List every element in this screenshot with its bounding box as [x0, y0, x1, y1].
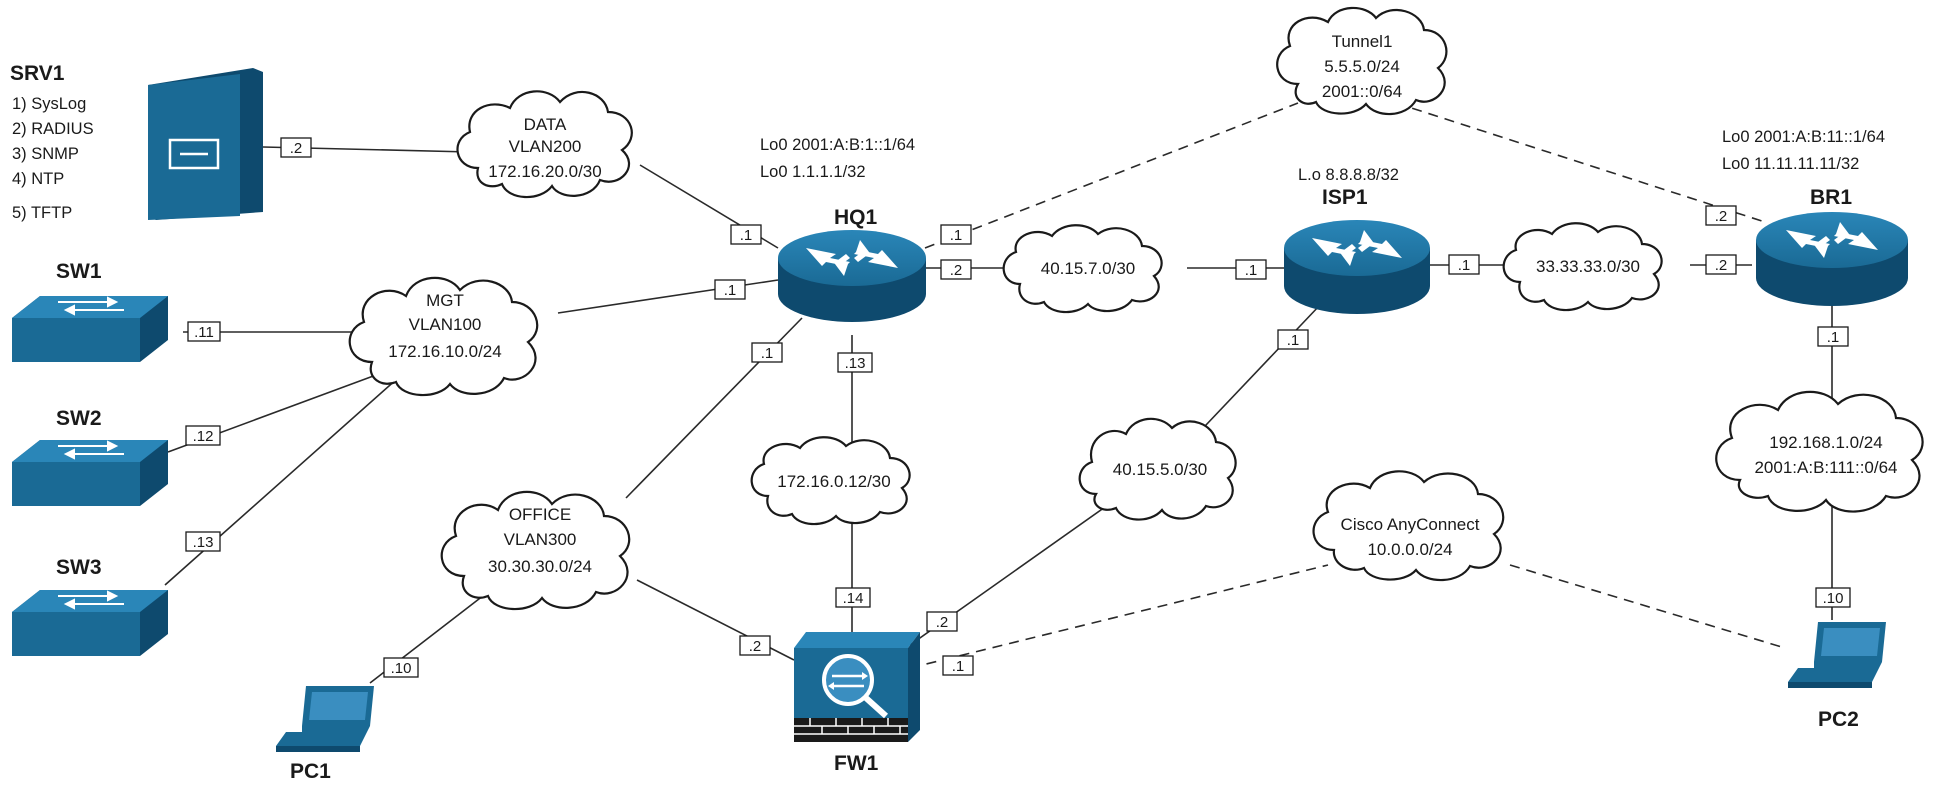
fw1-label: FW1 — [834, 752, 879, 775]
cloud-office-line3: 30.30.30.0/24 — [488, 557, 592, 576]
link-fw1-anyconnect — [909, 564, 1329, 669]
cloud-isp-fw: 40.15.5.0/30 — [1078, 417, 1237, 521]
srv1-service-3: 3) SNMP — [12, 145, 79, 163]
isp1-loopback-1: L.o 8.8.8.8/32 — [1298, 166, 1399, 184]
pc2-label: PC2 — [1818, 708, 1859, 731]
if-sw3-mgt: .13 — [193, 534, 214, 551]
hq1-loopback-1: Lo0 2001:A:B:1::1/64 — [760, 136, 915, 154]
if-isp1-br: .1 — [1458, 257, 1471, 274]
br1-loopback-2: Lo0 11.11.11.11/32 — [1722, 155, 1859, 173]
if-hq1-fw: .13 — [845, 355, 866, 372]
sw3-switch[interactable] — [12, 590, 168, 656]
if-br1-lan: .1 — [1827, 329, 1840, 346]
if-isp1-fw: .1 — [1287, 332, 1300, 349]
cloud-data-line1: DATA — [524, 115, 567, 134]
sw1-switch[interactable] — [12, 296, 168, 362]
cloud-mgt: MGT VLAN100 172.16.10.0/24 — [348, 276, 539, 397]
if-br1-isp: .2 — [1715, 257, 1728, 274]
cloud-tunnel: Tunnel1 5.5.5.0/24 2001::0/64 — [1276, 6, 1448, 116]
cloud-data: DATA VLAN200 172.16.20.0/30 — [456, 90, 633, 199]
link-tunnel-br1 — [1395, 102, 1769, 224]
isp1-router[interactable] — [1284, 220, 1430, 314]
if-hq1-tunnel: .1 — [950, 227, 963, 244]
switch-arrows-icon — [58, 440, 124, 460]
cloud-br-lan-line1: 192.168.1.0/24 — [1769, 433, 1882, 452]
if-fw1-isp: .2 — [936, 614, 949, 631]
link-hq1-tunnel — [924, 102, 1299, 249]
if-isp1-hq: .1 — [1245, 262, 1258, 279]
cloud-data-line2: VLAN200 — [509, 137, 582, 156]
sw3-label: SW3 — [56, 556, 102, 579]
cloud-anyconnect: Cisco AnyConnect 10.0.0.0/24 — [1312, 470, 1505, 582]
cloud-isp-br: 33.33.33.0/30 — [1502, 222, 1663, 312]
if-hq1-mgt: .1 — [724, 282, 737, 299]
srv1-service-4: 4) NTP — [12, 170, 64, 188]
br1-loopback-1: Lo0 2001:A:B:11::1/64 — [1722, 128, 1885, 146]
if-fw1-anyconnect: .1 — [952, 658, 965, 675]
router-arrows-icon — [806, 240, 898, 276]
hq1-router[interactable] — [778, 230, 926, 322]
isp1-label: ISP1 — [1322, 186, 1368, 209]
router-arrows-icon — [1312, 230, 1402, 266]
cloud-tunnel-line2: 5.5.5.0/24 — [1324, 57, 1400, 76]
cloud-mgt-line3: 172.16.10.0/24 — [388, 342, 501, 361]
magnifier-icon — [822, 654, 889, 719]
cloud-office-line2: VLAN300 — [504, 530, 577, 549]
srv1-service-1: 1) SysLog — [12, 95, 86, 113]
br1-router[interactable] — [1756, 212, 1908, 306]
cloud-office-line1: OFFICE — [509, 505, 571, 524]
sw2-switch[interactable] — [12, 440, 168, 506]
server-drive-icon — [168, 138, 220, 170]
srv1-label: SRV1 — [10, 62, 65, 85]
if-pc1-office: .10 — [391, 660, 412, 677]
cloud-office: OFFICE VLAN300 30.30.30.0/24 — [440, 490, 631, 611]
interface-tags: .2 .1 .1 .11 .12 .13 .1 .2 .1 .13 .1 .1 … — [185, 137, 1851, 678]
cloud-hq-fw: 172.16.0.12/30 — [750, 436, 911, 526]
if-hq1-data: .1 — [740, 227, 753, 244]
pc2-laptop[interactable] — [1788, 622, 1886, 688]
if-sw2-mgt: .12 — [193, 428, 214, 445]
srv1-service-2: 2) RADIUS — [12, 120, 94, 138]
if-srv1-data: .2 — [290, 140, 303, 157]
pc1-label: PC1 — [290, 760, 331, 783]
hq1-loopback-2: Lo0 1.1.1.1/32 — [760, 163, 866, 181]
sw1-label: SW1 — [56, 260, 102, 283]
switch-arrows-icon — [58, 590, 124, 610]
sw2-label: SW2 — [56, 407, 102, 430]
cloud-tunnel-line3: 2001::0/64 — [1322, 82, 1402, 101]
cloud-tunnel-line1: Tunnel1 — [1332, 32, 1393, 51]
if-hq1-office: .1 — [761, 345, 774, 362]
cloud-isp-br-line1: 33.33.33.0/30 — [1536, 257, 1640, 276]
pc1-laptop[interactable] — [276, 686, 374, 752]
if-hq1-isp: .2 — [950, 262, 963, 279]
hq1-label: HQ1 — [834, 206, 878, 229]
fw1-firewall[interactable] — [794, 632, 920, 742]
cloud-anyconnect-line1: Cisco AnyConnect — [1341, 515, 1480, 534]
cloud-mgt-line1: MGT — [426, 291, 464, 310]
link-anyconnect-pc2 — [1509, 564, 1786, 649]
cloud-data-line3: 172.16.20.0/30 — [488, 162, 601, 181]
cloud-br-lan: 192.168.1.0/24 2001:A:B:111::0/64 — [1715, 390, 1924, 513]
srv1-server[interactable] — [148, 68, 263, 220]
cloud-hq-fw-line1: 172.16.0.12/30 — [777, 472, 890, 491]
cloud-br-lan-line2: 2001:A:B:111::0/64 — [1754, 458, 1897, 477]
if-br1-tunnel: .2 — [1715, 208, 1728, 225]
router-arrows-icon — [1786, 222, 1878, 258]
cloud-mgt-line2: VLAN100 — [409, 315, 482, 334]
switch-arrows-icon — [58, 296, 124, 316]
if-pc2-lan: .10 — [1823, 590, 1844, 607]
if-fw1-hq: .14 — [843, 590, 864, 607]
if-fw1-office: .2 — [749, 638, 762, 655]
srv1-service-5: 5) TFTP — [12, 204, 72, 222]
cloud-anyconnect-line2: 10.0.0.0/24 — [1367, 540, 1452, 559]
link-sw3-mgt — [164, 377, 399, 586]
br1-label: BR1 — [1810, 186, 1852, 209]
link-isp1-ispfw — [1186, 304, 1321, 446]
if-sw1-mgt: .11 — [194, 324, 214, 341]
cloud-isp-fw-line1: 40.15.5.0/30 — [1113, 460, 1208, 479]
cloud-hq-isp-line1: 40.15.7.0/30 — [1041, 259, 1136, 278]
cloud-hq-isp: 40.15.7.0/30 — [1002, 224, 1163, 314]
